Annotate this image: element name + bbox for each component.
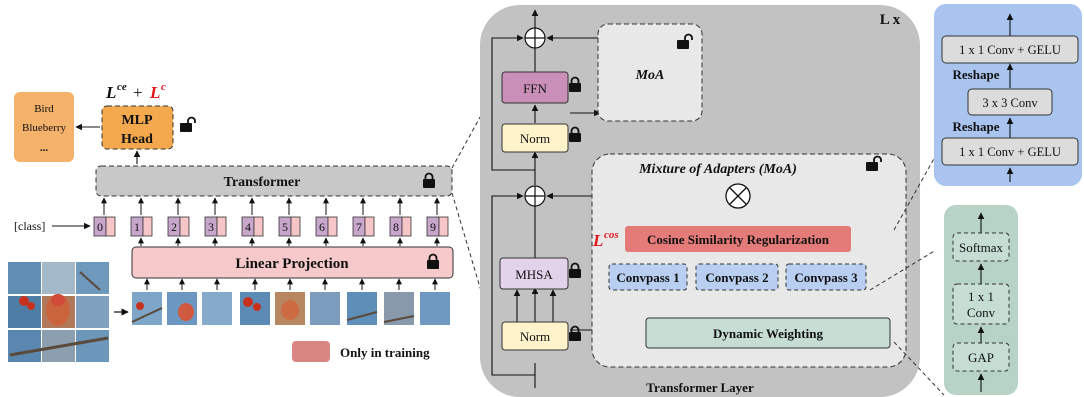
conv-1x1-block	[952, 283, 1010, 325]
output-label-1: Bird	[34, 103, 54, 115]
convpass-1-block	[608, 263, 688, 291]
mhsa-block	[499, 257, 569, 290]
reshape-top-label: Reshape	[953, 67, 1000, 82]
token-index: 5	[282, 220, 288, 234]
token-index: 1	[134, 220, 140, 234]
input-image-grid	[8, 262, 109, 362]
mhsa-label: MHSA	[515, 267, 553, 282]
svg-text:c: c	[161, 81, 166, 93]
token: 1	[130, 197, 153, 246]
svg-text:L: L	[149, 83, 160, 102]
token-row: [class]	[14, 219, 91, 233]
conv-mid-label: 3 x 3 Conv	[982, 96, 1038, 110]
token: 0	[93, 197, 116, 237]
transformer-block	[95, 165, 453, 197]
token: 8	[389, 197, 412, 246]
svg-text:cos: cos	[604, 229, 619, 241]
convpass-1-label: Convpass 1	[616, 270, 679, 285]
conv-top-block	[941, 35, 1079, 64]
token: 4	[241, 197, 264, 246]
token-index: 3	[208, 220, 214, 234]
output-label-2: Blueberry	[22, 122, 66, 134]
oplus-icon	[524, 27, 546, 49]
conv-bottom-label: 1 x 1 Conv + GELU	[959, 145, 1061, 159]
moa-small-block	[597, 23, 703, 122]
ffn-label: FFN	[523, 81, 547, 96]
unlock-icon	[179, 116, 196, 133]
conv-top-label: 1 x 1 Conv + GELU	[959, 43, 1061, 57]
repeat-label: L x	[880, 12, 901, 28]
svg-text:+: +	[133, 83, 143, 102]
convpass-2-label: Convpass 2	[705, 270, 768, 285]
gap-label: GAP	[968, 350, 994, 365]
output-label-3: ...	[40, 142, 49, 154]
token-index: 9	[430, 220, 436, 234]
norm-bottom-label: Norm	[520, 329, 550, 344]
transformer-layer-title: Transformer Layer	[646, 380, 754, 395]
ffn-block	[501, 71, 569, 104]
token-index: 2	[171, 220, 177, 234]
token-index: 6	[319, 220, 325, 234]
cosine-regularization-block	[625, 226, 851, 252]
loss-formula: L ce + L c	[105, 81, 166, 102]
convpass-3-label: Convpass 3	[794, 270, 858, 285]
mlp-head-line2: Head	[121, 132, 153, 147]
conv-mid-block	[967, 88, 1053, 116]
gap-block	[952, 342, 1010, 372]
token-index: 7	[356, 220, 362, 234]
convpass-3-block	[785, 263, 867, 291]
svg-text:L: L	[105, 83, 116, 102]
softmax-block	[952, 232, 1010, 262]
token-index: 0	[97, 220, 103, 234]
norm-top-label: Norm	[520, 131, 550, 146]
output-classes-box	[14, 92, 74, 162]
norm-bottom-block	[501, 321, 569, 351]
token-list: 0 1 2 3 4 5 6 7 8 9	[93, 197, 449, 246]
token: 7	[352, 197, 375, 246]
legend-swatch	[292, 341, 330, 362]
legend-label: Only in training	[340, 345, 430, 360]
oplus-icon	[524, 185, 546, 207]
conv-1x1-label-2: Conv	[967, 305, 996, 320]
norm-top-block	[501, 123, 569, 153]
linear-projection-block	[131, 246, 454, 279]
transformer-label: Transformer	[224, 175, 301, 190]
svg-text:L: L	[592, 231, 603, 250]
reshape-bottom-label: Reshape	[953, 119, 1000, 134]
patch-to-projection-arrows	[144, 278, 438, 290]
token: 3	[204, 197, 227, 246]
convpass-2-block	[695, 263, 779, 291]
linear-projection-label: Linear Projection	[235, 256, 349, 272]
loss-cos: L cos	[592, 229, 619, 250]
token: 9	[426, 197, 449, 246]
token: 6	[315, 197, 338, 246]
mlp-head-line1: MLP	[121, 113, 153, 128]
moa-small-label: MoA	[635, 68, 665, 83]
token-index: 4	[245, 220, 251, 234]
patch-sequence	[131, 292, 450, 325]
moa-panel	[591, 153, 907, 368]
dynamic-weighting-block	[645, 317, 891, 349]
svg-text:ce: ce	[117, 81, 127, 93]
dynamic-weighting-label: Dynamic Weighting	[713, 326, 823, 341]
token: 5	[278, 197, 301, 246]
class-token-label: [class]	[14, 219, 45, 233]
token: 2	[167, 197, 190, 246]
otimes-icon	[725, 183, 751, 209]
cosine-regularization-label: Cosine Similarity Regularization	[647, 232, 830, 247]
mlp-head-block	[101, 105, 174, 150]
token-index: 8	[393, 220, 399, 234]
conv-bottom-block	[941, 137, 1079, 166]
conv-1x1-label-1: 1 x 1	[968, 289, 994, 304]
softmax-label: Softmax	[959, 240, 1004, 255]
moa-panel-title: Mixture of Adapters (MoA)	[638, 162, 797, 177]
